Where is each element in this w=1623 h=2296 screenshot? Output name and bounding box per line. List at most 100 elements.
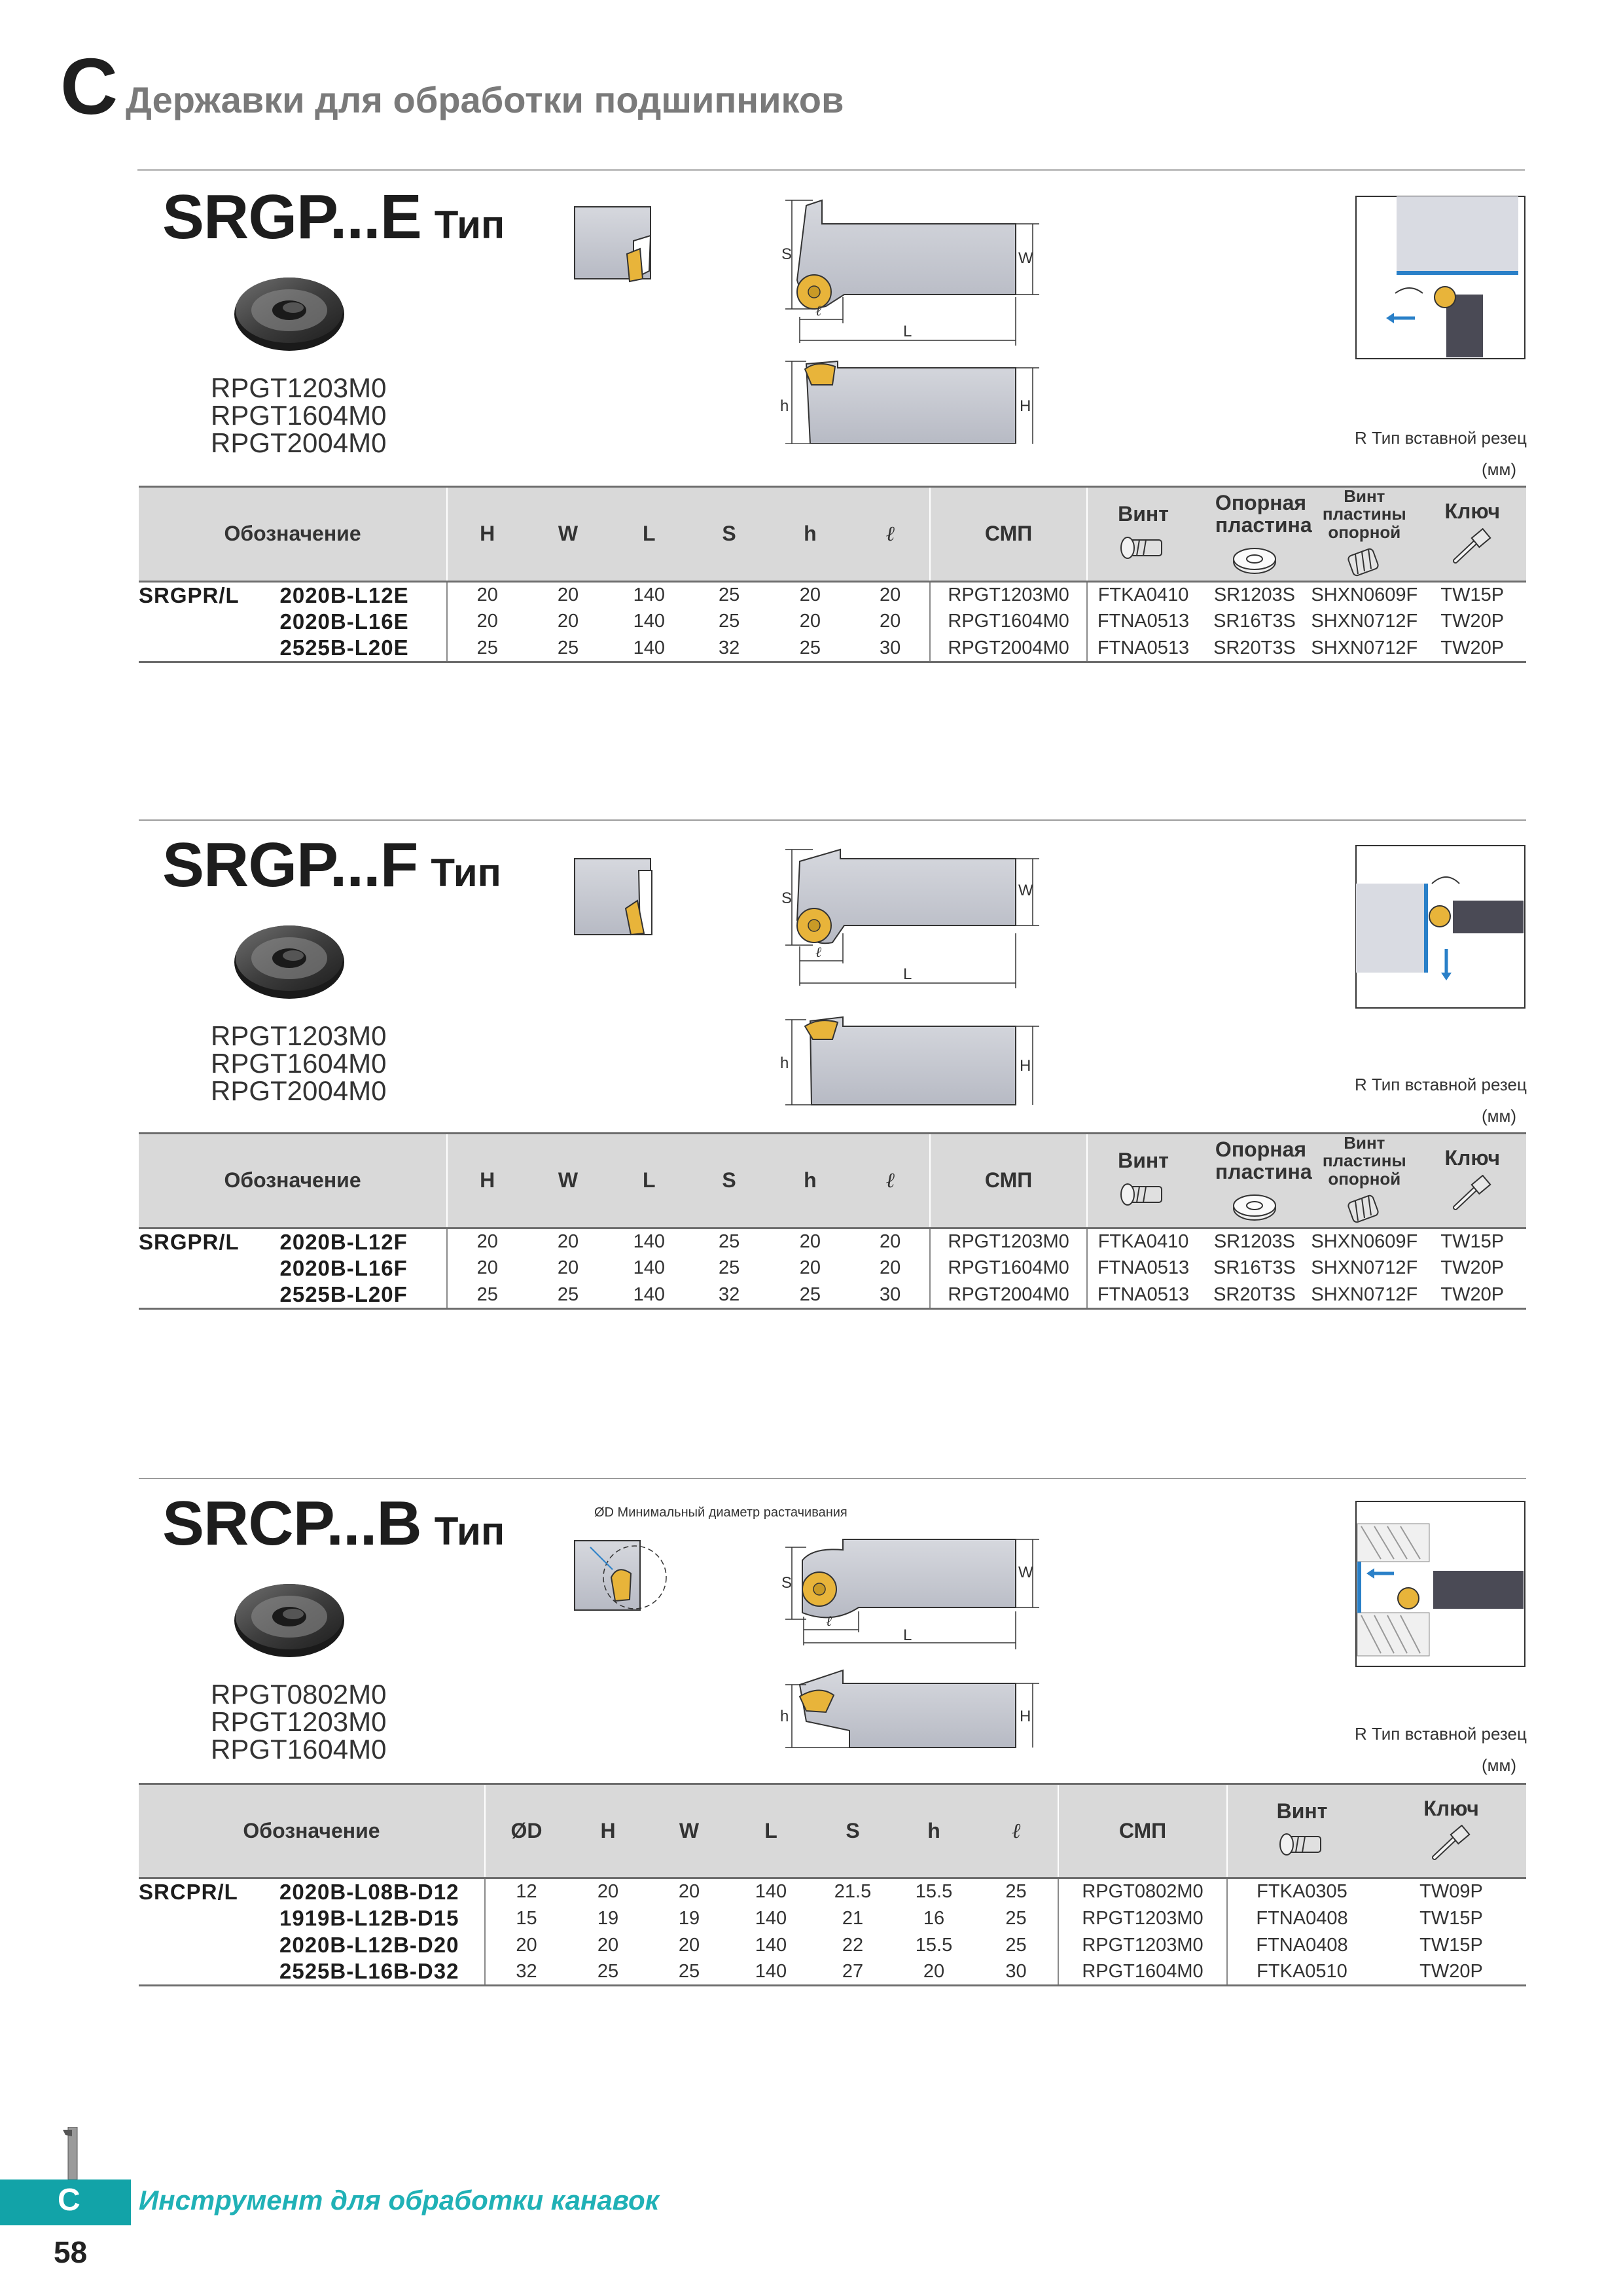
cell-S: 21 xyxy=(842,1907,864,1929)
cell-screw: FTKA0305 xyxy=(1226,1878,1376,1905)
cell-L: 140 xyxy=(633,1257,665,1279)
cell-screw: FTNA0513 xyxy=(1086,608,1199,636)
cell-key: TW15P xyxy=(1419,1934,1483,1956)
screw-icon xyxy=(1120,1183,1163,1206)
chapter-title: Инструмент для обработки канавок xyxy=(139,2185,659,2215)
cell-l: 20 xyxy=(880,584,901,606)
support-screw-icon xyxy=(1346,1194,1380,1224)
col-W: W xyxy=(649,1783,730,1879)
cell-l: 30 xyxy=(851,635,930,663)
cell-W: 20 xyxy=(678,1934,700,1956)
svg-text:h: h xyxy=(780,1054,789,1072)
col-screw: Винт xyxy=(1087,486,1199,583)
cell-W: 20 xyxy=(678,1881,700,1903)
cell-support: SR16T3S xyxy=(1213,611,1296,632)
svg-text:L: L xyxy=(903,1626,912,1644)
insert-photo xyxy=(234,1584,344,1657)
col-L: L xyxy=(609,1132,689,1229)
col-support-label: Опорная пластина xyxy=(1215,491,1312,537)
key-icon xyxy=(1449,528,1496,567)
cell-W: 20 xyxy=(557,1231,579,1253)
section-divider xyxy=(139,1478,1526,1479)
table-row: 2525B-L16B-D32 32 25 25 140 27 20 30 RPG… xyxy=(139,1958,1526,1986)
svg-text:L: L xyxy=(903,323,912,340)
col-support: Опорная пластина xyxy=(1198,1132,1312,1229)
cell-H: 20 xyxy=(446,581,527,609)
cell-smp: RPGT2004M0 xyxy=(929,1282,1088,1310)
page-header: C Державки для обработки подшипников xyxy=(60,42,1526,131)
chapter-tab: C xyxy=(0,2179,131,2225)
col-S: S xyxy=(812,1783,893,1879)
cell-l: 25 xyxy=(1005,1881,1027,1903)
row-code: 2020B-L16E xyxy=(279,609,409,634)
cell-key: TW20P xyxy=(1440,1257,1505,1279)
model-name: SRCPR/L xyxy=(139,1879,238,1904)
svg-text:H: H xyxy=(1020,1057,1031,1075)
table-row: SRCPR/L 2020B-L08B-D12 12 20 20 140 21.5… xyxy=(139,1878,1526,1905)
col-h: h xyxy=(769,486,851,583)
table-row: 2020B-L12B-D20 20 20 20 140 22 15.5 25 R… xyxy=(139,1931,1526,1959)
page-number: 58 xyxy=(54,2235,88,2269)
insert-code: RPGT1203M0 xyxy=(211,372,387,403)
cell-W: 20 xyxy=(557,611,579,632)
cell-S: 32 xyxy=(688,635,770,663)
cell-support-screw: SHXN0712F xyxy=(1310,635,1419,663)
cell-key: TW15P xyxy=(1440,1231,1505,1253)
svg-text:ℓ: ℓ xyxy=(815,302,822,319)
cell-L: 140 xyxy=(755,1934,787,1956)
cell-h: 15.5 xyxy=(915,1934,953,1956)
col-L: L xyxy=(609,486,689,583)
col-h: h xyxy=(769,1132,851,1229)
col-support-screw-label: Винт пластины опорной xyxy=(1322,1133,1406,1189)
insert-code: RPGT2004M0 xyxy=(211,427,387,458)
insert-code-list: RPGT1203M0 RPGT1604M0 RPGT2004M0 xyxy=(211,374,386,457)
col-support: Опорная пластина xyxy=(1198,486,1312,583)
col-key-label: Ключ xyxy=(1444,499,1501,524)
table-row: 2020B-L16F 20 20 140 25 20 20 RPGT1604M0… xyxy=(139,1255,1526,1282)
cell-support: SR1203S xyxy=(1213,1231,1295,1253)
col-key: Ключ xyxy=(1376,1783,1526,1879)
holder-drawing: S W ℓ L h H xyxy=(780,1539,1039,1748)
cell-smp: RPGT1203M0 xyxy=(1058,1931,1227,1959)
row-code: 2020B-L16F xyxy=(279,1255,408,1280)
cell-H: 19 xyxy=(597,1907,619,1929)
col-W: W xyxy=(527,486,609,583)
cell-l: 20 xyxy=(880,1231,901,1253)
screw-icon xyxy=(1279,1833,1321,1856)
cell-H: 20 xyxy=(446,608,527,636)
col-L: L xyxy=(730,1783,812,1879)
row-code: 1919B-L12B-D15 xyxy=(279,1906,459,1930)
cell-screw: FTNA0408 xyxy=(1226,1931,1376,1959)
col-H: H xyxy=(567,1783,649,1879)
cell-support-screw: SHXN0609F xyxy=(1311,584,1418,606)
cell-smp: RPGT1203M0 xyxy=(1058,1905,1227,1932)
col-S: S xyxy=(688,486,770,583)
cell-W: 25 xyxy=(527,635,609,663)
holder-type-title: SRGP...E xyxy=(162,182,422,252)
cell-h: 20 xyxy=(799,1231,821,1253)
screw-icon xyxy=(1120,536,1163,559)
row-code: 2020B-L12F xyxy=(279,1229,408,1254)
insert-code: RPGT1604M0 xyxy=(211,1048,387,1079)
table-row: 2525B-L20F 25 25 140 32 25 30 RPGT2004M0… xyxy=(139,1282,1526,1310)
svg-text:W: W xyxy=(1018,1564,1033,1581)
section-divider xyxy=(139,819,1526,821)
model-name: SRGPR/L xyxy=(139,583,240,607)
cell-screw: FTNA0513 xyxy=(1086,1255,1199,1282)
cell-D: 15 xyxy=(484,1905,567,1932)
col-smp: СМП xyxy=(929,486,1088,583)
insert-type-note: R Тип вставной резец xyxy=(1355,428,1527,448)
cell-smp: RPGT1203M0 xyxy=(929,581,1088,609)
svg-text:ℓ: ℓ xyxy=(826,1613,832,1629)
svg-text:S: S xyxy=(781,1574,792,1592)
spec-table: Обозначение H W L S h ℓ СМП Винт Опорная… xyxy=(139,1132,1526,1310)
col-screw: Винт xyxy=(1087,1132,1199,1229)
section-letter: C xyxy=(60,42,118,131)
col-key-label: Ключ xyxy=(1423,1796,1479,1820)
holder-type-suffix: Тип xyxy=(434,1509,505,1553)
col-smp: СМП xyxy=(929,1132,1088,1229)
key-icon xyxy=(1449,1175,1496,1214)
